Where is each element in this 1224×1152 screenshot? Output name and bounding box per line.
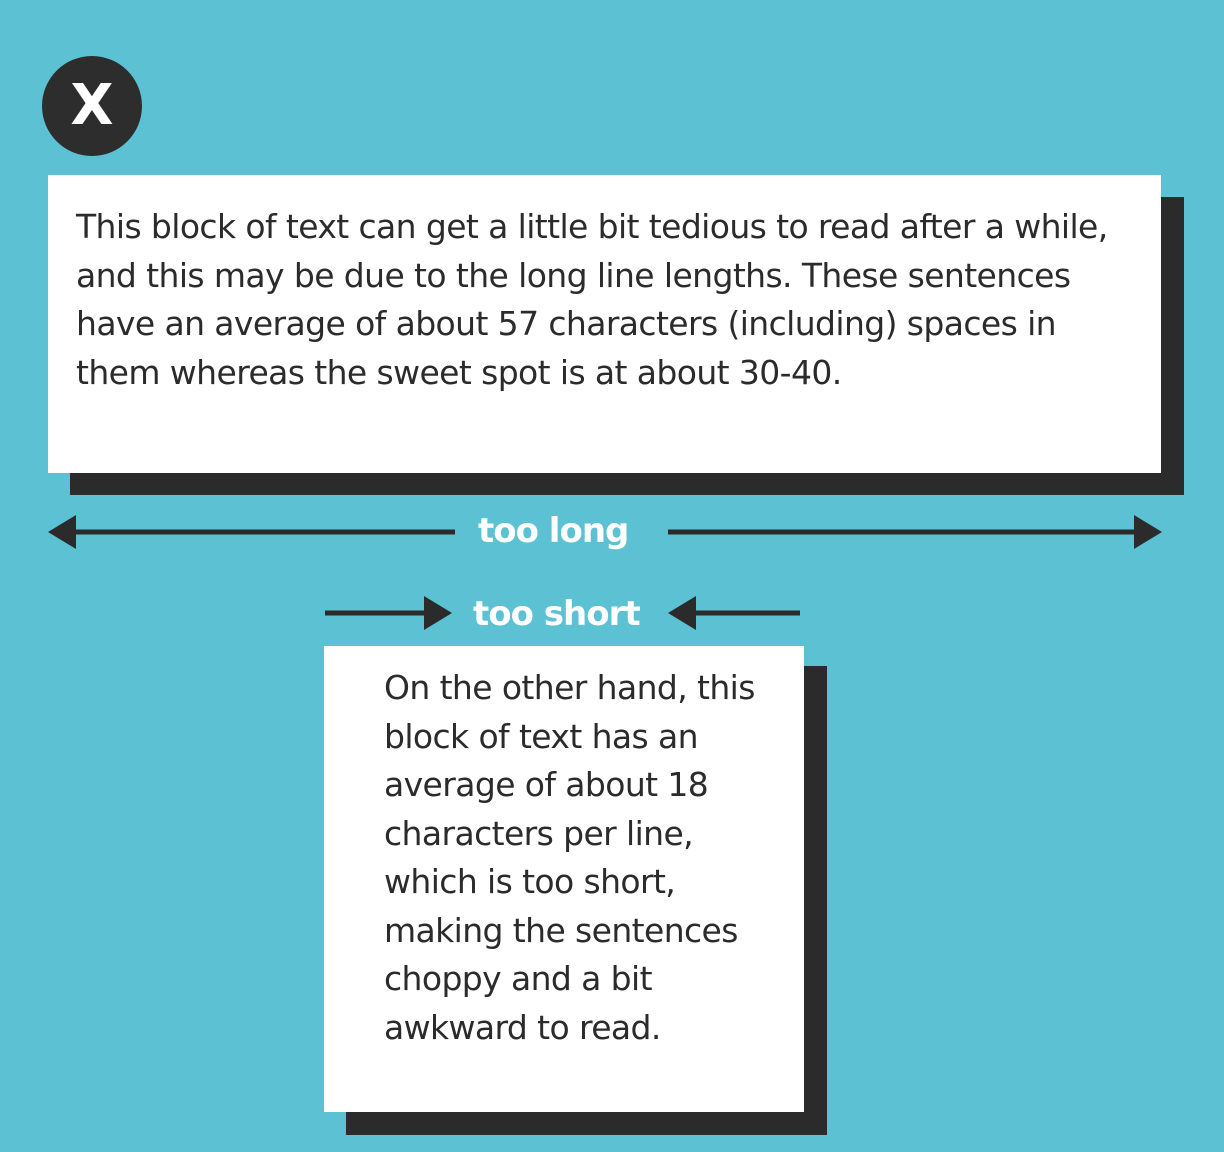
short-text-card: On the other hand, this block of text ha…	[324, 646, 804, 1112]
too-short-left-arrow-icon	[668, 596, 800, 630]
too-short-right-arrow-icon	[325, 596, 452, 630]
too-long-label: too long	[478, 511, 629, 551]
long-text-card: This block of text can get a little bit …	[48, 175, 1161, 473]
short-text-paragraph: On the other hand, this block of text ha…	[384, 668, 755, 1047]
long-text-paragraph: This block of text can get a little bit …	[76, 207, 1108, 392]
too-long-right-arrow-icon	[668, 515, 1162, 549]
too-long-left-arrow-icon	[48, 515, 455, 549]
x-icon-glyph: X	[70, 73, 114, 138]
x-icon: X	[42, 56, 142, 156]
too-short-label: too short	[473, 594, 641, 634]
